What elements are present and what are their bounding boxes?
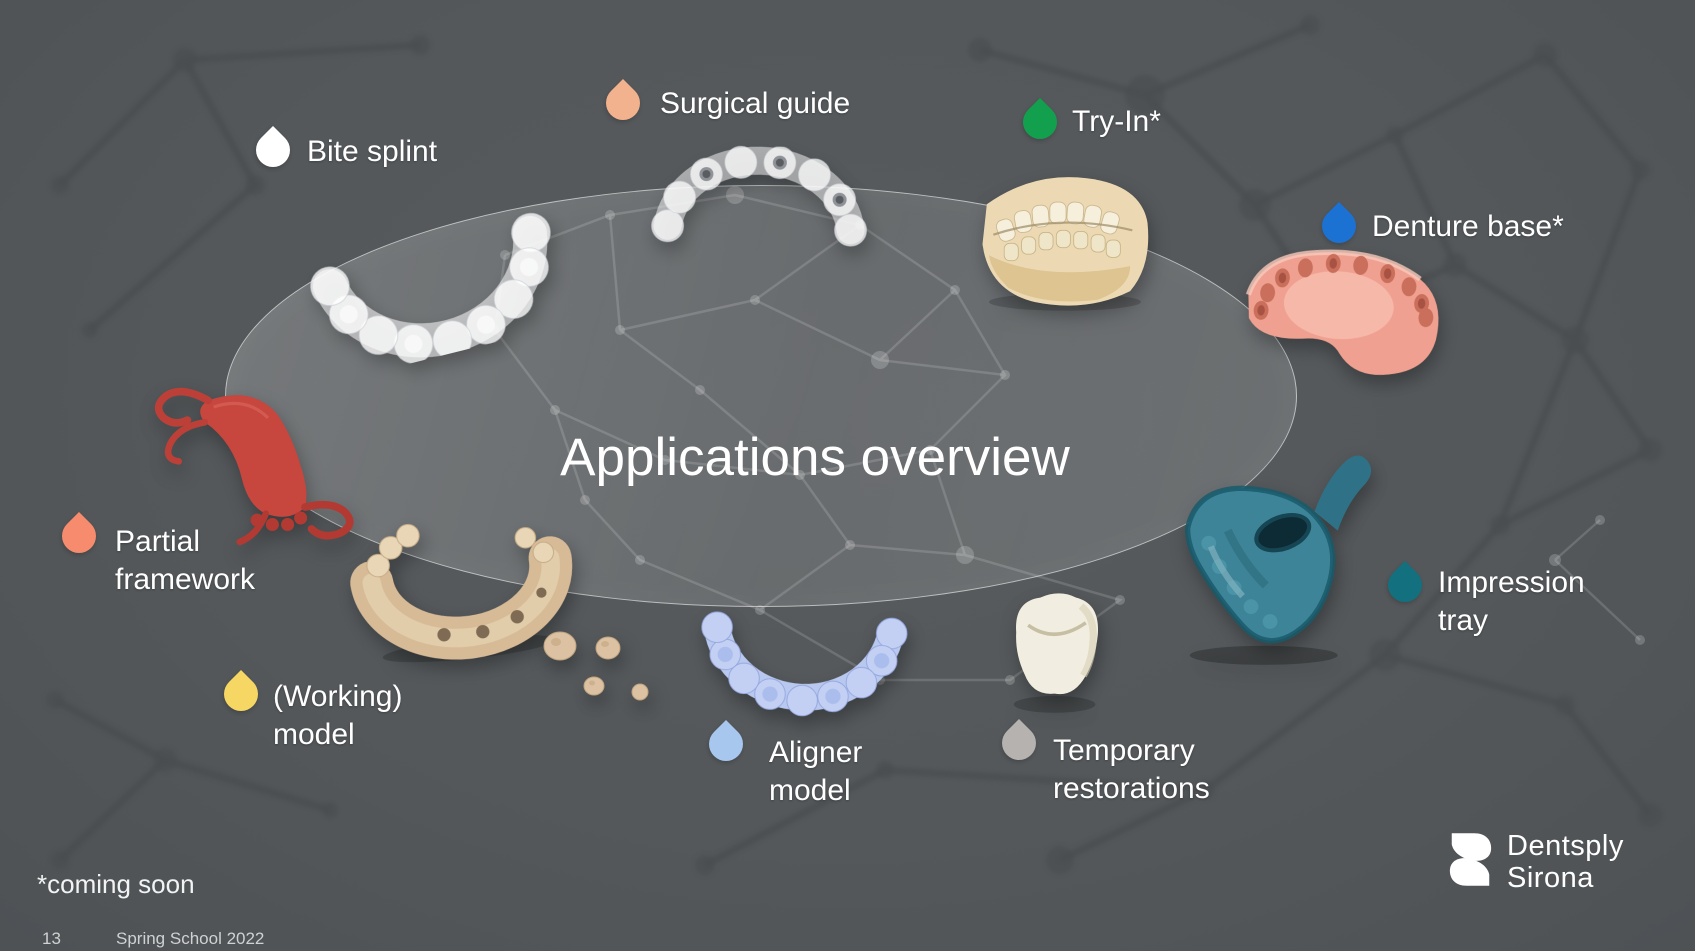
surgical-guide-label: Surgical guide: [660, 87, 851, 120]
partial-framework-label: Partial framework: [115, 525, 256, 596]
partial-framework-droplet-icon: [54, 511, 104, 561]
loose-teeth-photo: [543, 631, 649, 701]
logo-text-line1: Dentsply: [1507, 830, 1624, 862]
denture-base-photo: [1245, 249, 1439, 375]
page-title: Applications overview: [560, 428, 1070, 487]
impression-tray-label: Impression tray: [1438, 566, 1585, 637]
impression-tray-photo: [1184, 455, 1372, 665]
aligner-model-label: Aligner model: [769, 736, 863, 807]
surgical-guide-droplet-icon: [598, 78, 648, 128]
coming-soon-footnote: *coming soon: [37, 869, 195, 899]
working-model-droplet-icon: [216, 669, 266, 719]
temporary-restorations-photo: [1013, 593, 1099, 713]
try-in-droplet-icon: [1015, 97, 1065, 147]
bite-splint-label: Bite splint: [307, 135, 438, 168]
bite-splint-droplet-icon: [248, 125, 298, 175]
partial-framework-photo: [154, 387, 354, 546]
dentsply-sirona-logo: Dentsply Sirona: [1448, 830, 1624, 894]
try-in-label: Try-In*: [1072, 105, 1161, 138]
dentsply-sirona-logo-icon: [1449, 833, 1492, 886]
temporary-restorations-droplet-icon: [994, 718, 1044, 768]
impression-tray-droplet-icon: [1380, 560, 1430, 610]
try-in-photo: [982, 177, 1149, 311]
aligner-model-photo: [701, 611, 908, 717]
temporary-restorations-label: Temporary restorations: [1053, 734, 1210, 805]
working-model-photo: [350, 523, 573, 663]
logo-text-line2: Sirona: [1507, 862, 1594, 894]
page-number: 13: [42, 929, 61, 948]
footer-event-name: Spring School 2022: [116, 929, 265, 948]
working-model-label: (Working) model: [273, 680, 403, 751]
surgical-guide-photo: [651, 145, 868, 247]
aligner-model-droplet-icon: [701, 719, 751, 769]
denture-base-label: Denture base*: [1372, 210, 1564, 243]
